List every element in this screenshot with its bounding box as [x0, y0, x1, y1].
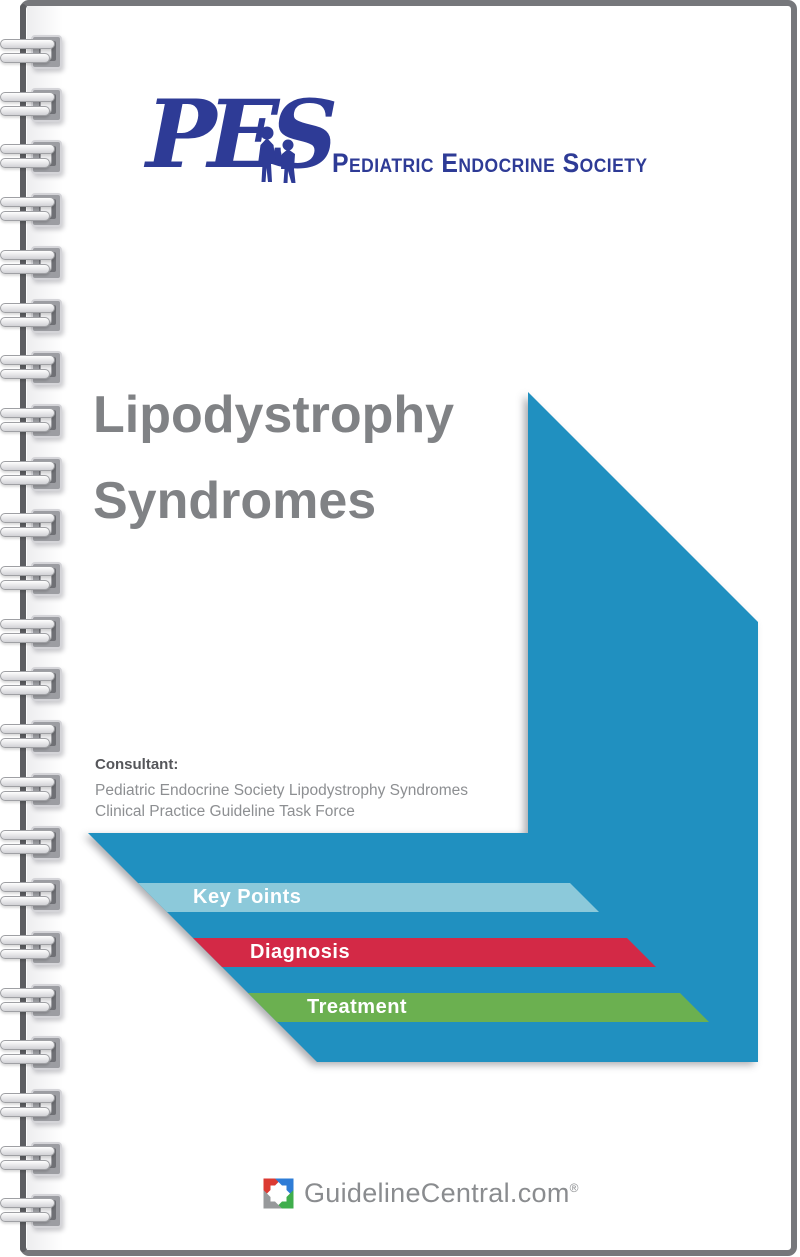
coil-wire-bottom — [0, 790, 50, 801]
coil-wire-top — [0, 934, 55, 945]
spiral-coil — [0, 614, 64, 649]
spiral-coil — [0, 351, 64, 386]
consultant-line-2: Clinical Practice Guideline Task Force — [95, 803, 355, 820]
tab-band-treatment[interactable] — [248, 993, 709, 1022]
coil-wire-bottom — [0, 263, 50, 274]
consultant-label: Consultant: — [95, 756, 179, 773]
tab-diagnosis[interactable]: Diagnosis — [250, 941, 351, 963]
coil-wire-top — [0, 460, 55, 471]
spiral-coil — [0, 298, 64, 333]
coil-wire-top — [0, 144, 55, 155]
coil-wire-bottom — [0, 1159, 50, 1170]
coil-wire-bottom — [0, 474, 50, 485]
coil-wire-bottom — [0, 527, 50, 538]
coil-wire-top — [0, 355, 55, 366]
coil-wire-bottom — [0, 843, 50, 854]
coil-wire-top — [0, 1040, 55, 1051]
coil-wire-bottom — [0, 369, 50, 380]
coil-wire-top — [0, 197, 55, 208]
spiral-coil — [0, 1194, 64, 1229]
guideline-central-icon — [263, 1178, 294, 1209]
spiral-coil — [0, 509, 64, 544]
pes-monogram: PES — [146, 80, 338, 190]
coil-wire-top — [0, 776, 55, 787]
spiral-coil — [0, 1141, 64, 1176]
tab-treatment[interactable]: Treatment — [307, 996, 408, 1018]
coil-wire-top — [0, 249, 55, 260]
coil-wire-top — [0, 1093, 55, 1103]
title-line-2: Syndromes — [93, 472, 377, 530]
spiral-coil — [0, 720, 64, 755]
coil-wire-bottom — [0, 685, 50, 696]
guideline-central-wordmark: GuidelineCentral.com® — [304, 1178, 579, 1208]
spiral-coil — [0, 667, 64, 702]
spiral-coil — [0, 140, 64, 175]
coil-wire-top — [0, 671, 55, 682]
coil-wire-bottom — [0, 1001, 50, 1012]
coil-wire-top — [0, 566, 55, 576]
tab-band-diagnosis[interactable] — [193, 938, 656, 967]
coil-wire-bottom — [0, 1054, 50, 1065]
coil-wire-top — [0, 724, 55, 735]
spiral-coil — [0, 193, 64, 228]
tab-band-key-points[interactable] — [138, 883, 599, 912]
title-line-1: Lipodystrophy — [93, 386, 455, 444]
coil-wire-top — [0, 882, 55, 893]
coil-wire-top — [0, 91, 55, 102]
coil-wire-bottom — [0, 105, 50, 116]
coil-wire-top — [0, 618, 55, 629]
coil-wire-bottom — [0, 632, 50, 643]
spiral-coil — [0, 562, 64, 596]
coil-wire-top — [0, 987, 55, 998]
spiral-coil — [0, 35, 64, 69]
registered-trademark: ® — [569, 1181, 579, 1195]
spiral-coil — [0, 1036, 64, 1071]
spiral-coil — [0, 403, 64, 438]
consultant-line-1: Pediatric Endocrine Society Lipodystroph… — [95, 782, 469, 799]
spiral-coil — [0, 930, 64, 965]
coil-wire-bottom — [0, 211, 50, 222]
spiral-coil — [0, 772, 64, 807]
spiral-coil — [0, 1089, 64, 1123]
spiral-coil — [0, 825, 64, 860]
consultant-block: Consultant: Pediatric Endocrine Society … — [95, 756, 468, 822]
coil-wire-bottom — [0, 948, 50, 959]
pes-org-name: Pediatric Endocrine Society — [332, 148, 648, 178]
coil-wire-top — [0, 407, 55, 418]
coil-wire-bottom — [0, 421, 50, 432]
coil-wire-bottom — [0, 896, 50, 907]
spiral-coil — [0, 878, 64, 913]
tab-key-points[interactable]: Key Points — [193, 886, 302, 908]
spiral-coil — [0, 245, 64, 280]
coil-wire-top — [0, 1198, 55, 1209]
spiral-coil — [0, 456, 64, 491]
coil-wire-top — [0, 39, 55, 49]
children-silhouettes-icon — [258, 126, 296, 183]
spiral-coil — [0, 87, 64, 122]
spiral-coil — [0, 983, 64, 1018]
page-title: Lipodystrophy Syndromes — [93, 372, 454, 544]
coil-wire-bottom — [0, 1212, 50, 1223]
coil-wire-bottom — [0, 53, 50, 63]
coil-wire-top — [0, 302, 55, 313]
coil-wire-bottom — [0, 580, 50, 590]
coil-wire-bottom — [0, 738, 50, 749]
guideline-central-logo[interactable]: GuidelineCentral.com® — [262, 1177, 579, 1210]
coil-wire-top — [0, 829, 55, 840]
coil-wire-bottom — [0, 1107, 50, 1117]
coil-wire-top — [0, 1145, 55, 1156]
coil-wire-top — [0, 513, 55, 524]
coil-wire-bottom — [0, 158, 50, 169]
coil-wire-bottom — [0, 316, 50, 327]
